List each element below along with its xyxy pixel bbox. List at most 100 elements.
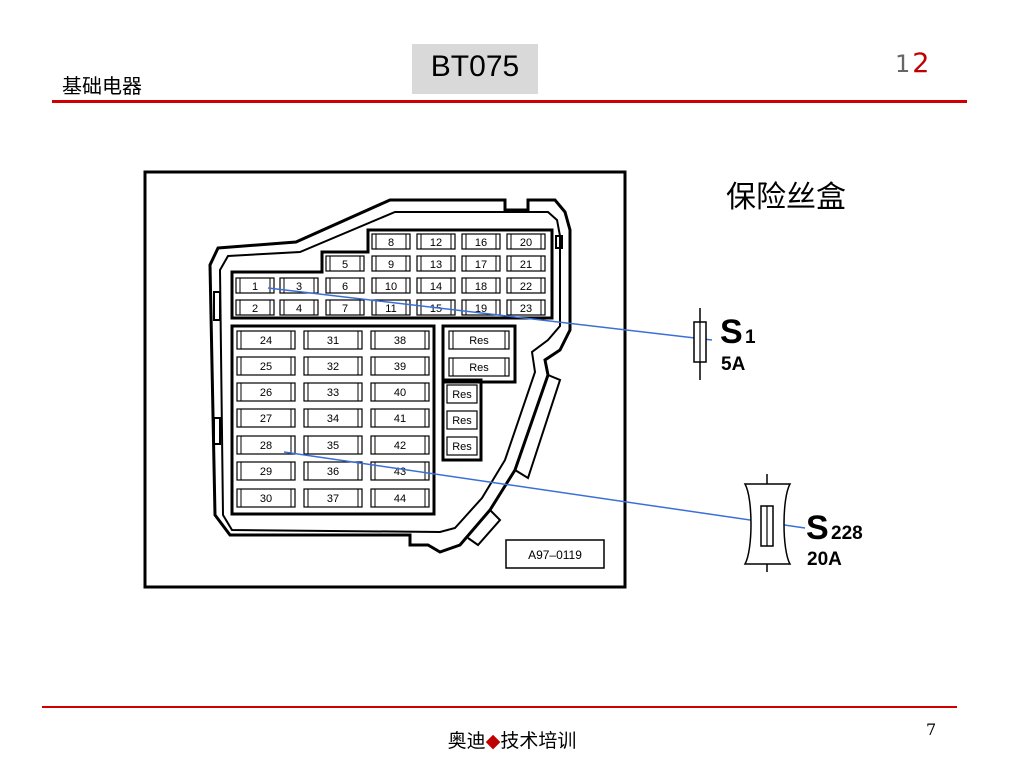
section-title: 基础电器 <box>62 74 142 98</box>
housing-rib <box>514 374 562 480</box>
page-indicator: 12 <box>895 48 929 79</box>
fuse-slot: 21 <box>506 255 546 272</box>
fuse-label: 13 <box>430 259 442 271</box>
fuse-slot: 20 <box>506 233 546 250</box>
fuse-slot: 17 <box>461 255 501 272</box>
reserve-slot: Res <box>448 330 510 350</box>
fuse-label: 39 <box>394 361 406 373</box>
fuse-slot: 41 <box>370 408 430 428</box>
fuse-slot: 4 <box>279 299 319 316</box>
fuse-slot: 24 <box>236 330 296 350</box>
fuse-label: 30 <box>260 493 272 505</box>
fuse-slot: 5 <box>325 255 365 272</box>
fuse-label: 3 <box>296 281 302 293</box>
footer-divider <box>42 706 957 708</box>
fuse-label: 17 <box>475 259 487 271</box>
fuse-label: 4 <box>296 303 302 315</box>
reserve-label: Res <box>469 335 489 347</box>
fuse-slot: 7 <box>325 299 365 316</box>
fuse-slot: 40 <box>370 382 430 402</box>
page-number: 7 <box>926 720 937 739</box>
fuse-label: 22 <box>520 281 532 293</box>
reserve-label: Res <box>452 415 472 427</box>
diagram-title: 保险丝盒 <box>726 180 846 215</box>
fuse-label: 28 <box>260 440 272 452</box>
page-indicator-current: 1 <box>895 50 911 78</box>
fuse-slot: 2 <box>235 299 275 316</box>
header-divider <box>52 100 967 103</box>
fuse-label: 32 <box>327 361 339 373</box>
fuse-block-main <box>230 324 436 516</box>
fuse-label: 23 <box>520 303 532 315</box>
fuse-slot: 35 <box>303 435 363 455</box>
diamond-icon: ◆ <box>485 730 501 752</box>
fuse-slot: 30 <box>236 488 296 508</box>
housing-clip <box>213 417 221 445</box>
fuse-slot: 18 <box>461 277 501 294</box>
fuse-slot: 33 <box>303 382 363 402</box>
fuse-slot: 12 <box>416 233 456 250</box>
reserve-slot: Res <box>448 357 510 377</box>
fuse-slot: 28 <box>236 435 296 455</box>
course-code-badge: BT075 <box>412 44 538 94</box>
fuse-symbol-s228 <box>743 474 792 572</box>
housing-clip <box>555 235 563 249</box>
fuse-slot: 37 <box>303 488 363 508</box>
callout-line-s228 <box>283 451 806 529</box>
fuse-slot: 29 <box>236 461 296 481</box>
fuse-label: 8 <box>388 237 394 249</box>
reserve-block <box>441 378 483 462</box>
fuse-label: 10 <box>385 281 397 293</box>
fuse-label: 26 <box>260 387 272 399</box>
fuse-slot: 39 <box>370 356 430 376</box>
fuse-slot: 14 <box>416 277 456 294</box>
fuse-slot: 25 <box>236 356 296 376</box>
course-code: BT075 <box>430 50 520 83</box>
reserve-label: Res <box>452 441 472 453</box>
fuse-symbol-s1 <box>693 308 707 380</box>
fuse-slot: 34 <box>303 408 363 428</box>
fuse-label: 25 <box>260 361 272 373</box>
fuse-slot: 32 <box>303 356 363 376</box>
diagram-frame <box>143 170 627 589</box>
fuse-label: 36 <box>327 466 339 478</box>
fuse-label: 35 <box>327 440 339 452</box>
fuse-label: 7 <box>342 303 348 315</box>
reserve-slot: Res <box>446 436 478 456</box>
fuse-id-s228-number: 228 <box>831 523 863 544</box>
fuse-rating-s1: 5A <box>721 354 746 375</box>
fuse-block-top <box>230 228 554 320</box>
fuse-slot: 42 <box>370 435 430 455</box>
fuse-id-s228-letter: S <box>806 509 829 547</box>
fuse-slot: 6 <box>325 277 365 294</box>
figure-code-box <box>505 539 605 569</box>
fuse-slot: 26 <box>236 382 296 402</box>
fuse-label: 20 <box>520 237 532 249</box>
fuse-slot: 38 <box>370 330 430 350</box>
fuse-label: 18 <box>475 281 487 293</box>
fuse-slot: 31 <box>303 330 363 350</box>
fuse-label: 14 <box>430 281 442 293</box>
fuse-box-housing <box>208 198 572 554</box>
page-indicator-total: 2 <box>912 48 930 79</box>
fuse-label: 29 <box>260 466 272 478</box>
fuse-label: 2 <box>252 303 258 315</box>
fuse-label: 9 <box>388 259 394 271</box>
fuse-label: 11 <box>385 303 396 315</box>
fuse-slot: 9 <box>371 255 411 272</box>
fuse-slot: 23 <box>506 299 546 316</box>
fuse-slot: 22 <box>506 277 546 294</box>
fuse-label: 27 <box>260 413 272 425</box>
fuse-slot: 3 <box>279 277 319 294</box>
reserve-slot: Res <box>446 410 478 430</box>
reserve-block <box>441 324 517 384</box>
fuse-label: 40 <box>394 387 406 399</box>
fuse-label: 21 <box>520 259 532 271</box>
figure-code: A97–0119 <box>528 548 582 562</box>
fuse-slot: 16 <box>461 233 501 250</box>
fuse-slot: 13 <box>416 255 456 272</box>
footer-program: 技术培训 <box>500 730 577 752</box>
fuse-label: 42 <box>394 440 406 452</box>
fuse-slot: 27 <box>236 408 296 428</box>
footer-branding: 奥迪◆技术培训 <box>0 726 1024 753</box>
